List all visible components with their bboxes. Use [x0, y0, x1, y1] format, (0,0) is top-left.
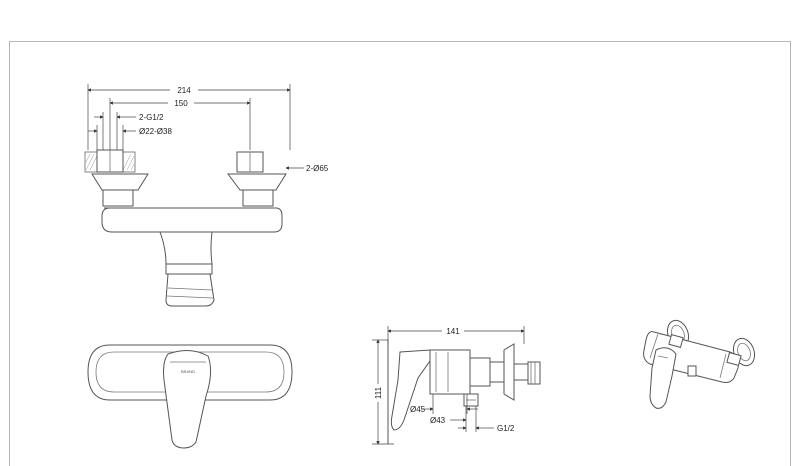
label-inlet-thread: 2-G1/2	[139, 113, 164, 122]
side-view	[387, 340, 541, 444]
label-width-total: 214	[177, 86, 191, 95]
front-spout	[159, 231, 213, 265]
front-main-body	[101, 207, 283, 233]
top-view: BRAND	[87, 344, 293, 449]
label-flange-diameter: 2-Ø65	[306, 164, 329, 173]
iso-lever-handle	[649, 347, 677, 409]
label-outlet-thread: G1/2	[497, 424, 515, 433]
front-view	[84, 149, 287, 307]
isometric-view	[643, 319, 756, 409]
dim-depth: 141	[387, 326, 525, 344]
dim-width-total: 214	[87, 84, 291, 150]
dim-height: 111	[372, 339, 394, 445]
brand-mark: BRAND	[181, 369, 195, 374]
top-lever-handle	[163, 350, 212, 449]
dim-inlet-spacing: 150	[109, 98, 251, 150]
label-body-diameter: Ø45	[410, 405, 426, 414]
dim-outlet-diameter: Ø43	[430, 406, 477, 425]
label-depth: 141	[446, 327, 460, 336]
left-eccentric-connector	[84, 149, 149, 207]
label-eccentric-range: Ø22-Ø38	[139, 127, 172, 136]
front-outlet	[165, 263, 213, 275]
dim-outlet-thread: G1/2	[458, 424, 515, 433]
dim-eccentric-range: Ø22-Ø38	[88, 125, 172, 150]
right-eccentric-connector	[227, 151, 287, 207]
drawing-frame	[9, 41, 791, 466]
dim-inlet-thread: 2-G1/2	[94, 112, 164, 150]
label-height: 111	[374, 386, 383, 399]
label-inlet-spacing: 150	[174, 99, 188, 108]
side-lever-handle	[390, 349, 433, 431]
label-outlet-diameter: Ø43	[430, 416, 446, 425]
dim-flange-diameter: 2-Ø65	[285, 164, 329, 173]
